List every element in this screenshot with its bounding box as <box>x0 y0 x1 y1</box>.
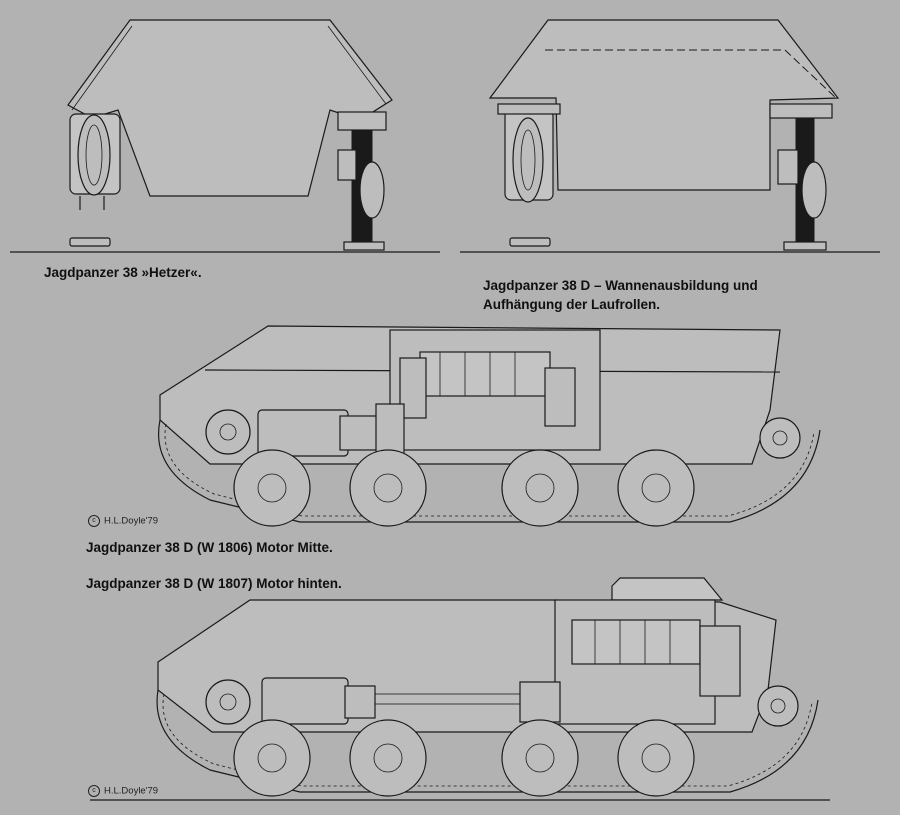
roadwheel-3-hinten <box>501 719 579 797</box>
idler-wheel-hinten <box>757 685 799 727</box>
caption-motor-hinten: Jagdpanzer 38 D (W 1807) Motor hinten. <box>86 576 342 591</box>
d-superstructure <box>488 19 840 191</box>
roadwheel-3-mitte <box>501 449 579 527</box>
caption-d-hull-line2: Aufhängung der Laufrollen. <box>483 297 660 312</box>
side-view-motor-mitte <box>158 325 821 527</box>
roadwheel-4-hinten <box>617 719 695 797</box>
caption-hetzer: Jagdpanzer 38 »Hetzer«. <box>44 265 202 280</box>
engine-deck-hinten <box>611 577 724 601</box>
caption-motor-mitte: Jagdpanzer 38 D (W 1806) Motor Mitte. <box>86 540 333 555</box>
copyright-icon: c <box>88 515 100 527</box>
hetzer-left-roadwheel <box>77 114 111 196</box>
drive-sprocket-mitte <box>205 409 251 455</box>
side-view-motor-hinten <box>90 577 830 801</box>
hetzer-hull-section <box>10 19 440 253</box>
hetzer-superstructure <box>67 19 393 197</box>
roadwheel-4-mitte <box>617 449 695 527</box>
transmission-hinten <box>261 677 349 725</box>
drive-sprocket-hinten <box>205 679 251 725</box>
roadwheel-1-hinten <box>233 719 311 797</box>
roadwheel-1-mitte <box>233 449 311 527</box>
track-hinten <box>156 689 819 793</box>
credit-text-bottom: H.L.Doyle'79 <box>104 785 159 797</box>
transmission-mitte <box>257 409 349 457</box>
caption-d-hull-line1: Jagdpanzer 38 D – Wannenausbildung und <box>483 278 758 293</box>
track-mitte <box>158 419 821 523</box>
idler-wheel-mitte <box>759 417 801 459</box>
credit-text-top: H.L.Doyle'79 <box>104 515 159 527</box>
artist-credit-bottom: c H.L.Doyle'79 <box>88 785 158 797</box>
roadwheel-2-hinten <box>349 719 427 797</box>
copyright-icon: c <box>88 785 100 797</box>
roadwheel-2-mitte <box>349 449 427 527</box>
artist-credit-top: c H.L.Doyle'79 <box>88 515 158 527</box>
d-hull-section <box>460 19 880 253</box>
